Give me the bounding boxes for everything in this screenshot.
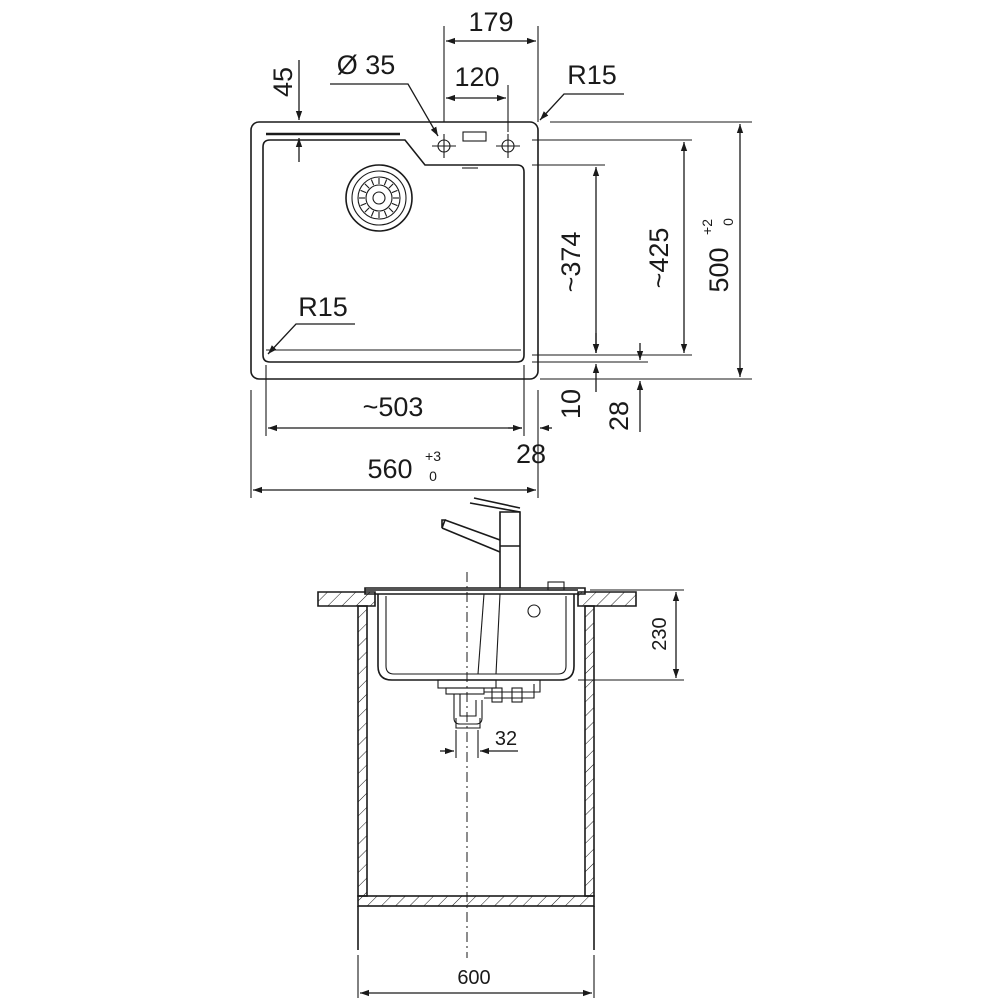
side-view: 230 32 600 [317, 497, 684, 998]
dim-120: 120 [454, 62, 499, 92]
cabinet-base [357, 895, 595, 907]
dim-374: ~374 [556, 232, 586, 293]
overflow-icon [527, 604, 541, 618]
strainer-spoke [370, 179, 375, 186]
strainer-spoke [364, 183, 370, 189]
dim-10: 10 [556, 389, 586, 419]
dim-r15-bottom: R15 [298, 292, 348, 322]
strainer-spoke [388, 207, 394, 213]
strainer-spoke [391, 189, 398, 194]
dim-230: 230 [649, 617, 671, 650]
sink-flange [364, 587, 586, 595]
worktop-right [577, 591, 637, 607]
dim-560-tol-upper: +3 [425, 448, 441, 464]
dim-179: 179 [468, 7, 513, 37]
basin-outline [262, 139, 525, 363]
strainer-spoke [360, 202, 367, 207]
dim-diameter-35: Ø 35 [337, 50, 396, 80]
top-view: 179 120 Ø 35 R15 45 R15 ~374 ~425 [250, 7, 752, 498]
dim-500: 500 [704, 247, 734, 292]
overflow-cap [547, 581, 565, 591]
cabinet-left-wall [357, 605, 368, 897]
overflow-slot [462, 131, 487, 142]
strainer-spoke [370, 210, 375, 217]
dim-560-tol-lower: 0 [429, 468, 437, 484]
tap-hole-marker-icon [432, 134, 456, 158]
dim-600: 600 [457, 967, 490, 989]
strainer-spoke [364, 207, 370, 213]
dim-28-right: 28 [604, 401, 634, 431]
strainer-spoke [388, 183, 394, 189]
strainer-spoke [360, 189, 367, 194]
worktop-left [317, 591, 376, 607]
dim-500-tol-upper: +2 [699, 219, 715, 235]
dim-503: ~503 [363, 392, 424, 422]
dim-r15-top: R15 [567, 60, 617, 90]
dim-45: 45 [268, 67, 298, 97]
sink-outer-outline [250, 121, 539, 380]
dim-32: 32 [495, 728, 517, 750]
dim-560: 560 [367, 454, 412, 484]
dim-500-tol-lower: 0 [720, 218, 736, 226]
drain-trap [437, 679, 541, 729]
dim-425: ~425 [644, 228, 674, 289]
faucet-icon [441, 497, 521, 588]
strainer-spoke [383, 179, 388, 186]
dim-28-bottom: 28 [516, 439, 546, 469]
basin-body [377, 594, 575, 681]
tap-hole-marker-icon [496, 134, 520, 158]
strainer-spoke [391, 202, 398, 207]
strainer-waste-icon [345, 164, 413, 232]
strainer-spoke [383, 210, 388, 217]
cabinet-right-wall [584, 605, 595, 897]
